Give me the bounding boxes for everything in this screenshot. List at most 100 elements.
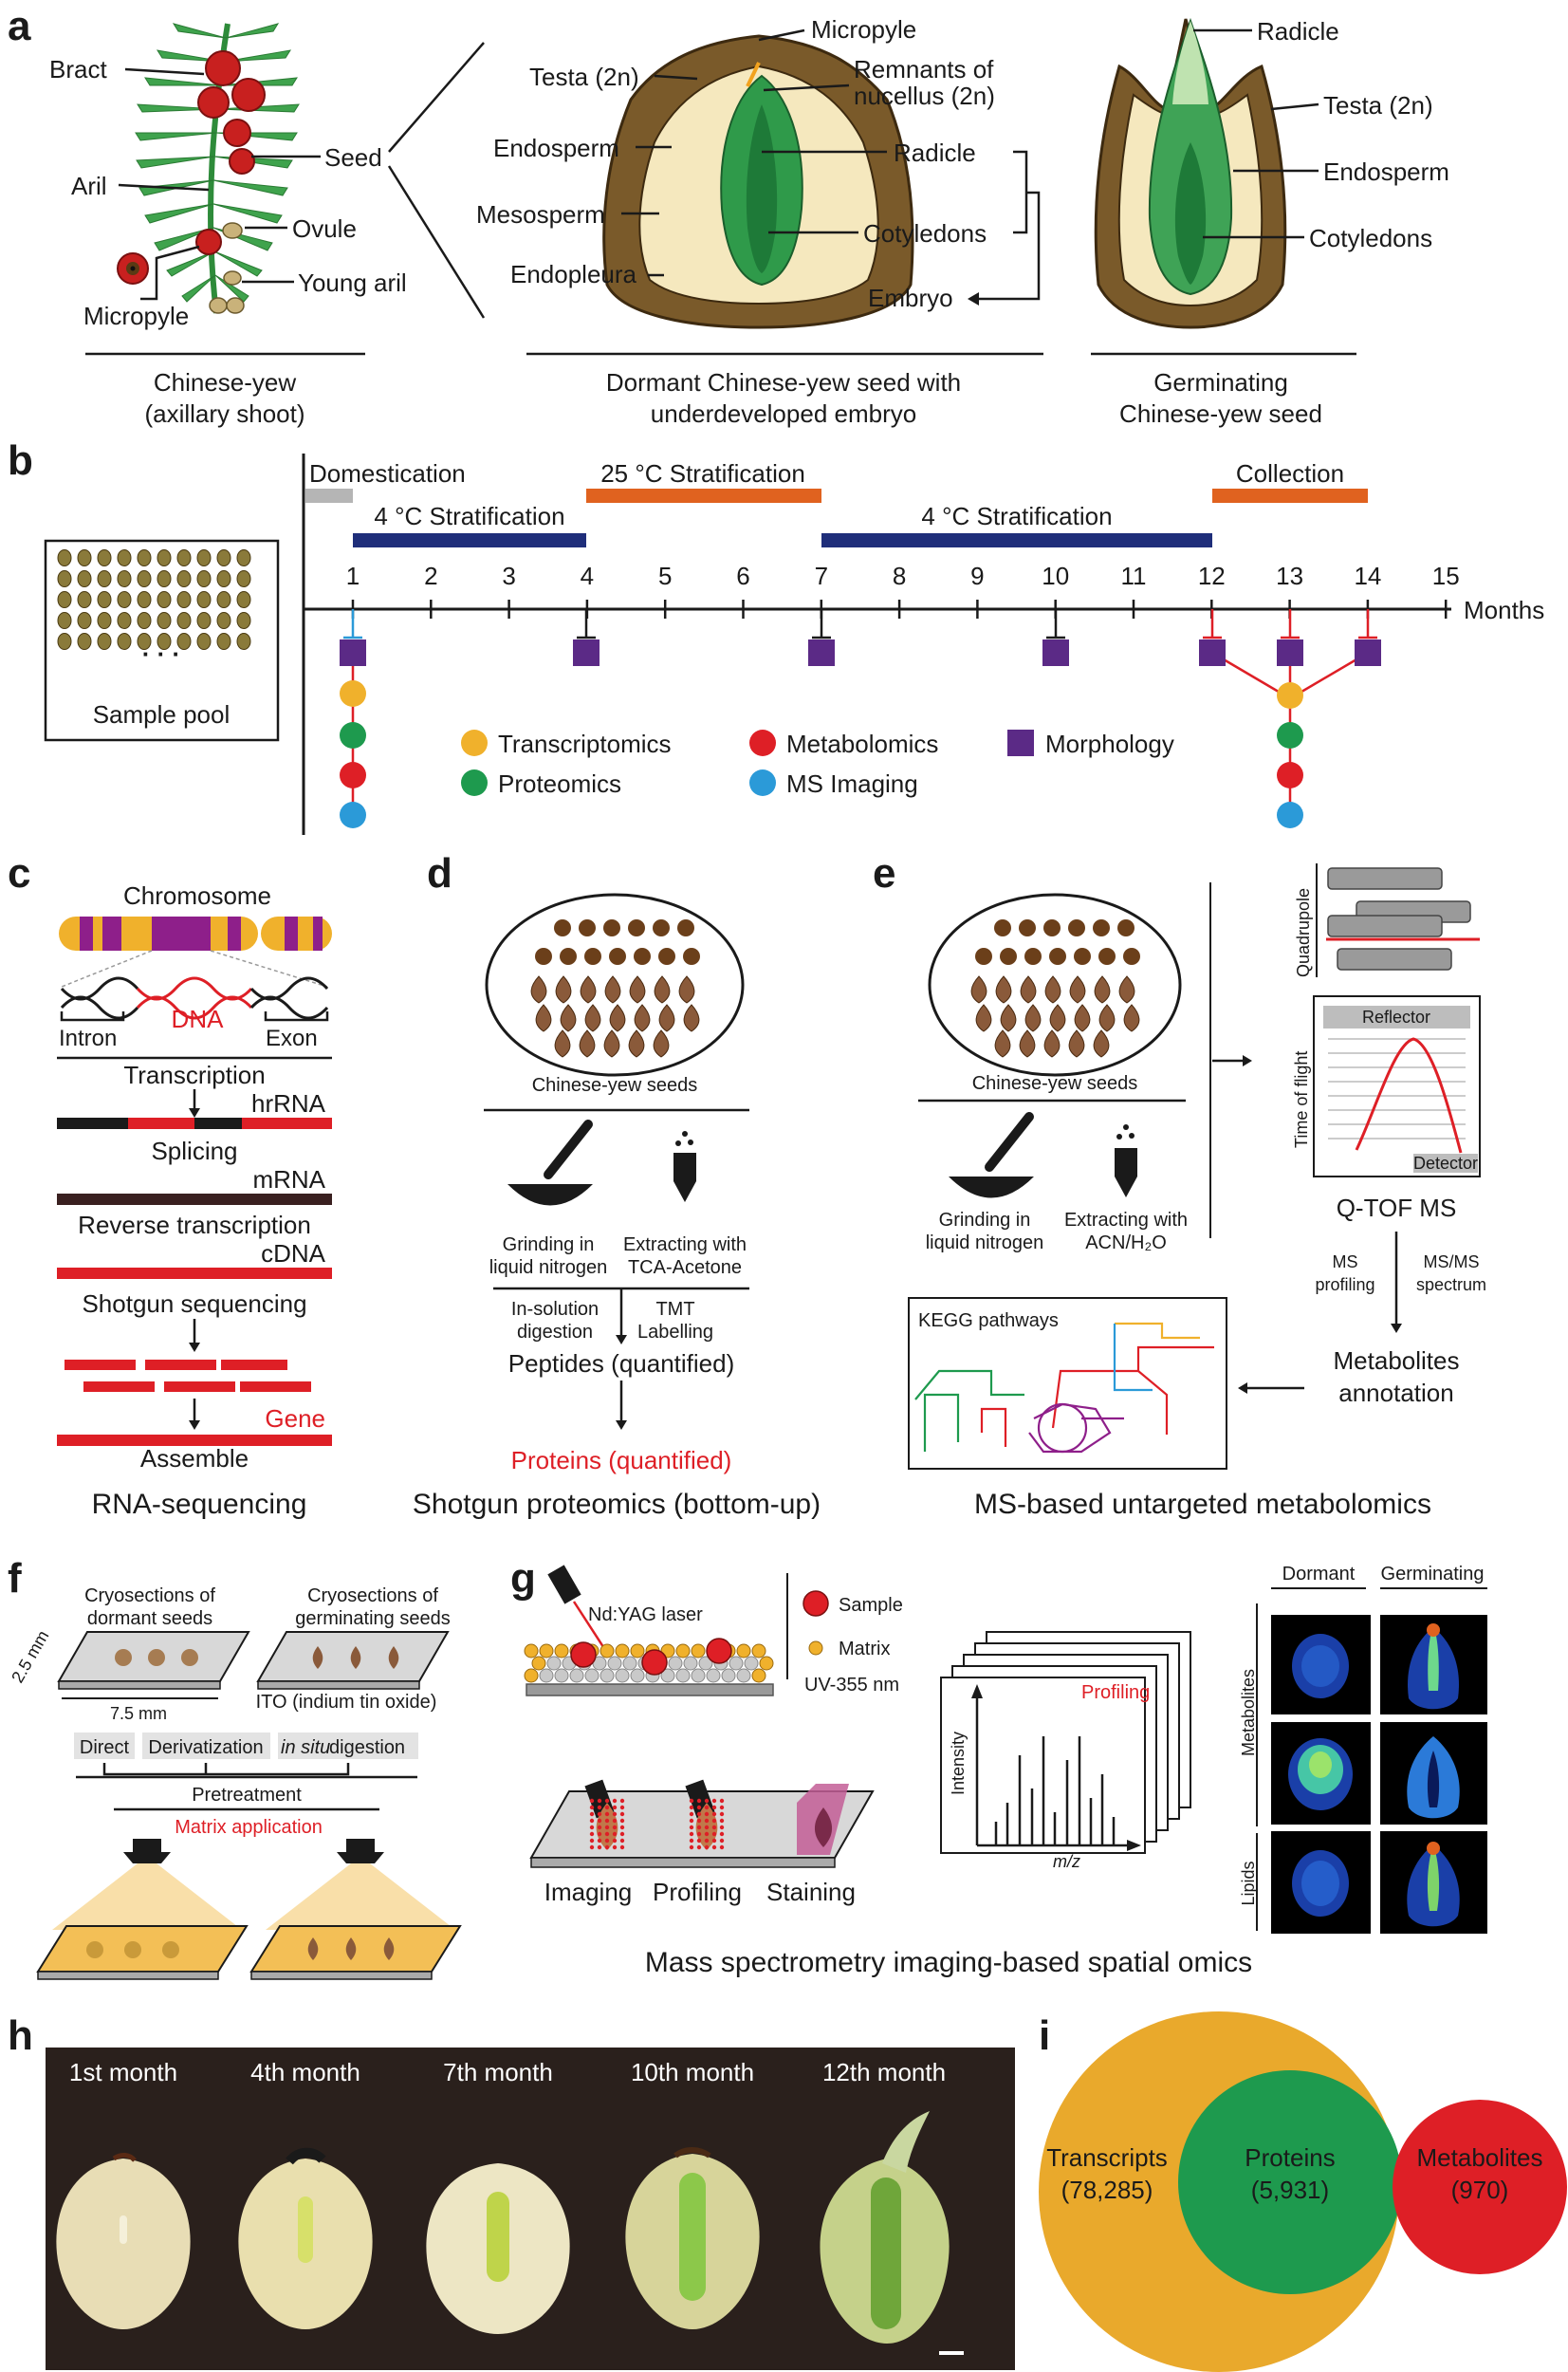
sample-pool-label: Sample pool [93,700,231,729]
raster-spot [619,1844,625,1850]
raster-spot [589,1844,595,1850]
metabolomics-title: MS-based untargeted metabolomics [974,1489,1431,1520]
seed [1117,919,1134,936]
raster-spot [604,1844,610,1850]
matrix-crystal [759,1656,774,1671]
panel-e-letter: e [873,850,895,897]
sample-pool-dots: · · · [142,639,180,668]
seed [634,1004,651,1032]
raster-spot [589,1805,595,1810]
sample-seed [117,612,132,629]
uv-label: UV-355 nm [804,1675,899,1696]
sprayers [36,1839,462,1980]
seed [1098,948,1116,965]
raster-spot [619,1838,625,1844]
raster-spot [604,1818,610,1824]
gene-label: Gene [265,1404,325,1433]
rna-seq-title: RNA-sequencing [92,1489,307,1520]
seed [970,975,987,1004]
seed [683,1004,700,1032]
laser-label: Nd:YAG laser [588,1604,703,1625]
raster-spot [604,1838,610,1844]
sample-spot [570,1641,597,1668]
mortar-icon-e [949,1112,1034,1198]
month-12th: 12th month [822,2058,946,2086]
seed [1043,1029,1061,1058]
dna-label: DNA [172,1005,225,1033]
seed [1049,948,1066,965]
raster-spot [696,1811,702,1817]
bar-domestication [305,489,353,503]
dormant-sections-2: dormant seeds [87,1608,212,1629]
label-endosperm-g: Endosperm [1323,158,1449,186]
sample-seed [137,549,152,566]
raster-spot [689,1811,694,1817]
sample-seed [216,633,231,650]
label-seed: Seed [324,143,382,172]
seed [653,1029,670,1058]
seeds-label-d: Chinese-yew seeds [532,1075,698,1096]
gene-bar [57,1435,332,1446]
pre-derivatization: Derivatization [148,1737,263,1758]
seed [677,919,694,936]
label-radicle: Radicle [894,139,976,167]
panel-c: c Chromosome DNA Intron Exon Transcripti… [8,850,332,1520]
chromosome-title: Chromosome [123,881,271,910]
panel-e: e Chinese-yew seeds Grinding in liquid n… [873,850,1486,1520]
bar-collection [1212,489,1368,503]
sample-seed [216,591,231,608]
caption-dormant-2: underdeveloped embryo [651,399,916,428]
sample-seed [77,549,92,566]
raster-spot [711,1825,717,1830]
step-assemble: Assemble [140,1444,249,1473]
tof-diagram [1313,995,1481,1177]
month-7th: 7th month [443,2058,553,2086]
sample-seed [57,612,72,629]
seed [579,1029,596,1058]
raster-spot [711,1838,717,1844]
raster-spot [704,1831,710,1837]
raster-spot [612,1818,618,1824]
raster-spot [689,1798,694,1804]
mz-label: m/z [1053,1852,1080,1871]
tof-label: Time of flight [1292,1051,1311,1148]
legend-swatch-morphology [1007,730,1034,756]
raster-spot [704,1811,710,1817]
matrix-crystal [600,1643,615,1659]
seed [678,975,695,1004]
seed [580,975,597,1004]
msms-1: MS/MS [1423,1252,1479,1271]
sample-seed [117,570,132,587]
proteins-label: Proteins (quantified) [511,1446,732,1474]
yew-shoot-illustration [117,23,300,314]
matrix-crystal [554,1668,569,1683]
sample-seed [137,570,152,587]
seed [995,975,1012,1004]
raster-spot [604,1798,610,1804]
raster-spot [704,1825,710,1830]
seed [1074,948,1091,965]
label-cotyledons-g: Cotyledons [1309,224,1432,252]
raster-spot [597,1818,602,1824]
msi-image-grid [1271,1615,1487,1934]
raster-spot [711,1844,717,1850]
raster-spot [612,1844,618,1850]
label-aril: Aril [71,172,107,200]
matrix-crystal [630,1643,645,1659]
sample-spot [641,1649,668,1676]
raster-spot [689,1844,694,1850]
sample-seed [176,612,192,629]
seeds-e [970,919,1140,1058]
raster-spot [689,1805,694,1810]
dim-75mm: 7.5 mm [110,1704,167,1723]
quadrupole-icon [1316,863,1480,977]
seed [1074,1004,1091,1032]
month-1st: 1st month [69,2058,177,2086]
matrix-crystal [706,1668,721,1683]
raster-spot [589,1825,595,1830]
label-cotyledons: Cotyledons [863,219,987,248]
seed [584,948,601,965]
tmt-d-2: Labelling [637,1322,713,1343]
seed [530,975,547,1004]
